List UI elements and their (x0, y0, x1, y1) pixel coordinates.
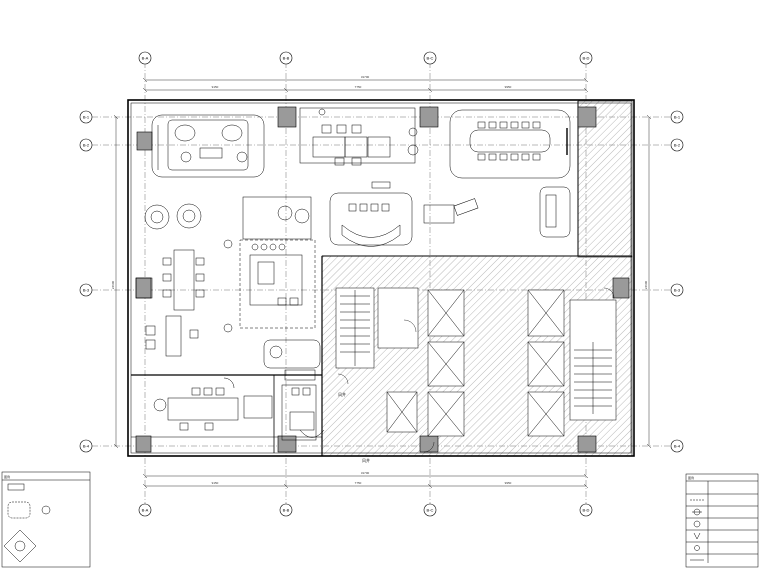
room-reception (263, 339, 321, 381)
dim-bottom-seg: 7750 (355, 481, 362, 485)
legend-left-title: 图例 (4, 474, 10, 479)
axis-label-bottom: B-A (142, 508, 149, 513)
room-office-top-middle (299, 107, 419, 166)
dim-top-seg: 7750 (355, 85, 362, 89)
dim-top-seg: 9150 (212, 85, 219, 89)
axis-label-left: B-2 (83, 143, 90, 148)
axis-label-right: B-3 (674, 288, 681, 293)
door-swings (337, 287, 615, 453)
axis-label-top: B-D (583, 56, 590, 61)
building-walls (127, 99, 635, 457)
axis-label-bottom: B-B (283, 508, 290, 513)
room-meeting-top-right (449, 109, 571, 179)
dimension-lines (113, 77, 652, 489)
axis-label-right: B-1 (674, 115, 681, 120)
dim-left-total: 24600 (111, 280, 115, 289)
axis-label-top: B-A (142, 56, 149, 61)
room-pantry-center (223, 196, 316, 333)
structural-columns (135, 106, 630, 453)
legend-right-title: 图例 (688, 475, 694, 480)
axis-label-bottom: B-D (583, 508, 590, 513)
dim-bottom-seg: 9150 (212, 481, 219, 485)
core-elevators-center (386, 289, 465, 437)
legend-right (685, 473, 759, 568)
axis-bubble-labels: B-A B-B B-C B-D B-A B-B B-C B-D B-1 B-2 … (83, 56, 681, 513)
core-elevators-right (527, 289, 617, 437)
room-labels: 风井 风井 (338, 391, 370, 463)
axis-label-top: B-C (427, 56, 434, 61)
dim-right-total: 24600 (644, 280, 648, 289)
axis-label-bottom: B-C (427, 508, 434, 513)
axis-label-left: B-4 (83, 444, 90, 449)
dim-bottom-total: 31700 (361, 471, 370, 475)
axis-bubbles (79, 51, 684, 517)
dimension-texts: 31700 9150 7750 9950 31700 9150 7750 995… (111, 75, 648, 485)
core-stairs-left (335, 287, 419, 369)
room-office-bottom-left (153, 377, 273, 431)
dim-bottom-seg: 9950 (505, 481, 512, 485)
axis-label-top: B-B (283, 56, 290, 61)
axis-label-left: B-1 (83, 115, 90, 120)
axis-label-right: B-2 (674, 143, 681, 148)
room-work-left (135, 203, 205, 357)
room-lounge-top-left (151, 114, 265, 178)
room-exec-center (329, 181, 571, 247)
axis-label-left: B-3 (83, 288, 90, 293)
room-office-bottom-center (281, 384, 325, 441)
axis-label-right: B-4 (674, 444, 681, 449)
dim-top-seg: 9950 (505, 85, 512, 89)
label-shaft-left: 风井 (338, 391, 346, 397)
dim-top-total: 31700 (361, 75, 370, 79)
label-shaft-bottom: 风井 (362, 457, 370, 463)
legend-left (1, 471, 91, 568)
